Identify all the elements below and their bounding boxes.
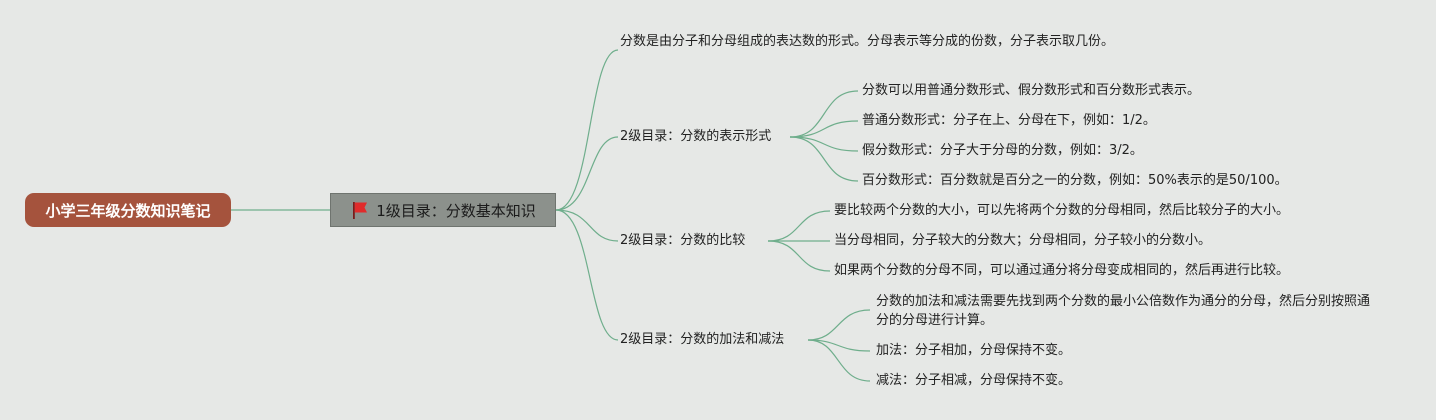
level1-topic[interactable]: 1级目录：分数基本知识 [330, 193, 556, 227]
section-2-topic[interactable]: 2级目录：分数的比较 [620, 231, 745, 250]
section-3-item-1[interactable]: 分数的加法和减法需要先找到两个分数的最小公倍数作为通分的分母，然后分别按照通分的… [876, 292, 1371, 330]
section-3-item-2[interactable]: 加法：分子相加，分母保持不变。 [876, 341, 1071, 360]
section-1-topic[interactable]: 2级目录：分数的表示形式 [620, 127, 771, 146]
item-label: 如果两个分数的分母不同，可以通过通分将分母变成相同的，然后再进行比较。 [834, 263, 1290, 278]
item-label: 要比较两个分数的大小，可以先将两个分数的分母相同，然后比较分子的大小。 [834, 203, 1290, 218]
section-2-item-1[interactable]: 要比较两个分数的大小，可以先将两个分数的分母相同，然后比较分子的大小。 [834, 201, 1289, 220]
link-section-1-item-1 [789, 90, 859, 138]
section-3-item-3[interactable]: 减法：分子相减，分母保持不变。 [876, 371, 1071, 390]
section-1-item-1[interactable]: 分数可以用普通分数形式、假分数形式和百分数形式表示。 [862, 81, 1200, 100]
section-1-item-2[interactable]: 普通分数形式：分子在上、分母在下，例如：1/2。 [862, 111, 1156, 130]
link-level1-section-3 [555, 209, 619, 341]
link-level1-definition [555, 49, 619, 211]
root-topic[interactable]: 小学三年级分数知识笔记 [25, 193, 231, 227]
section-3-topic[interactable]: 2级目录：分数的加法和减法 [620, 330, 784, 349]
link-section-1-item-3 [789, 136, 859, 152]
link-section-2-item-1 [767, 210, 831, 242]
link-section-3-item-3 [807, 339, 871, 382]
item-label: 百分数形式：百分数就是百分之一的分数，例如：50%表示的是50/100。 [862, 173, 1288, 188]
definition-label: 分数是由分子和分母组成的表达数的形式。分母表示等分成的份数，分子表示取几份。 [620, 34, 1115, 49]
section-2-item-2[interactable]: 当分母相同，分子较大的分数大；分母相同，分子较小的分数小。 [834, 231, 1211, 250]
section-1-title: 2级目录：分数的表示形式 [620, 129, 772, 144]
link-section-1-item-2 [789, 120, 859, 138]
red-flag-icon [353, 202, 368, 219]
item-label: 加法：分子相加，分母保持不变。 [876, 343, 1072, 358]
section-3-title: 2级目录：分数的加法和减法 [620, 332, 785, 347]
section-2-item-3[interactable]: 如果两个分数的分母不同，可以通过通分将分母变成相同的，然后再进行比较。 [834, 261, 1289, 280]
item-label: 当分母相同，分子较大的分数大；分母相同，分子较小的分数小。 [834, 233, 1212, 248]
root-topic-label: 小学三年级分数知识笔记 [45, 201, 211, 220]
section-2-title: 2级目录：分数的比较 [620, 233, 746, 248]
link-level1-section-1 [555, 136, 619, 211]
item-label: 假分数形式：分子大于分母的分数，例如：3/2。 [862, 143, 1143, 158]
link-section-1-item-4 [789, 136, 859, 182]
section-1-item-4[interactable]: 百分数形式：百分数就是百分之一的分数，例如：50%表示的是50/100。 [862, 171, 1288, 190]
item-label: 分数的加法和减法需要先找到两个分数的最小公倍数作为通分的分母，然后分别按照通分的… [876, 294, 1371, 328]
level1-topic-label: 1级目录：分数基本知识 [376, 201, 536, 220]
item-label: 普通分数形式：分子在上、分母在下，例如：1/2。 [862, 113, 1156, 128]
link-level1-section-2 [555, 209, 619, 242]
link-section-2-item-3 [767, 240, 831, 272]
link-section-3-item-1 [807, 309, 871, 341]
link-section-3-item-2 [807, 339, 871, 352]
definition-topic[interactable]: 分数是由分子和分母组成的表达数的形式。分母表示等分成的份数，分子表示取几份。 [620, 32, 1120, 51]
item-label: 分数可以用普通分数形式、假分数形式和百分数形式表示。 [862, 83, 1201, 98]
section-1-item-3[interactable]: 假分数形式：分子大于分母的分数，例如：3/2。 [862, 141, 1143, 160]
item-label: 减法：分子相减，分母保持不变。 [876, 373, 1072, 388]
